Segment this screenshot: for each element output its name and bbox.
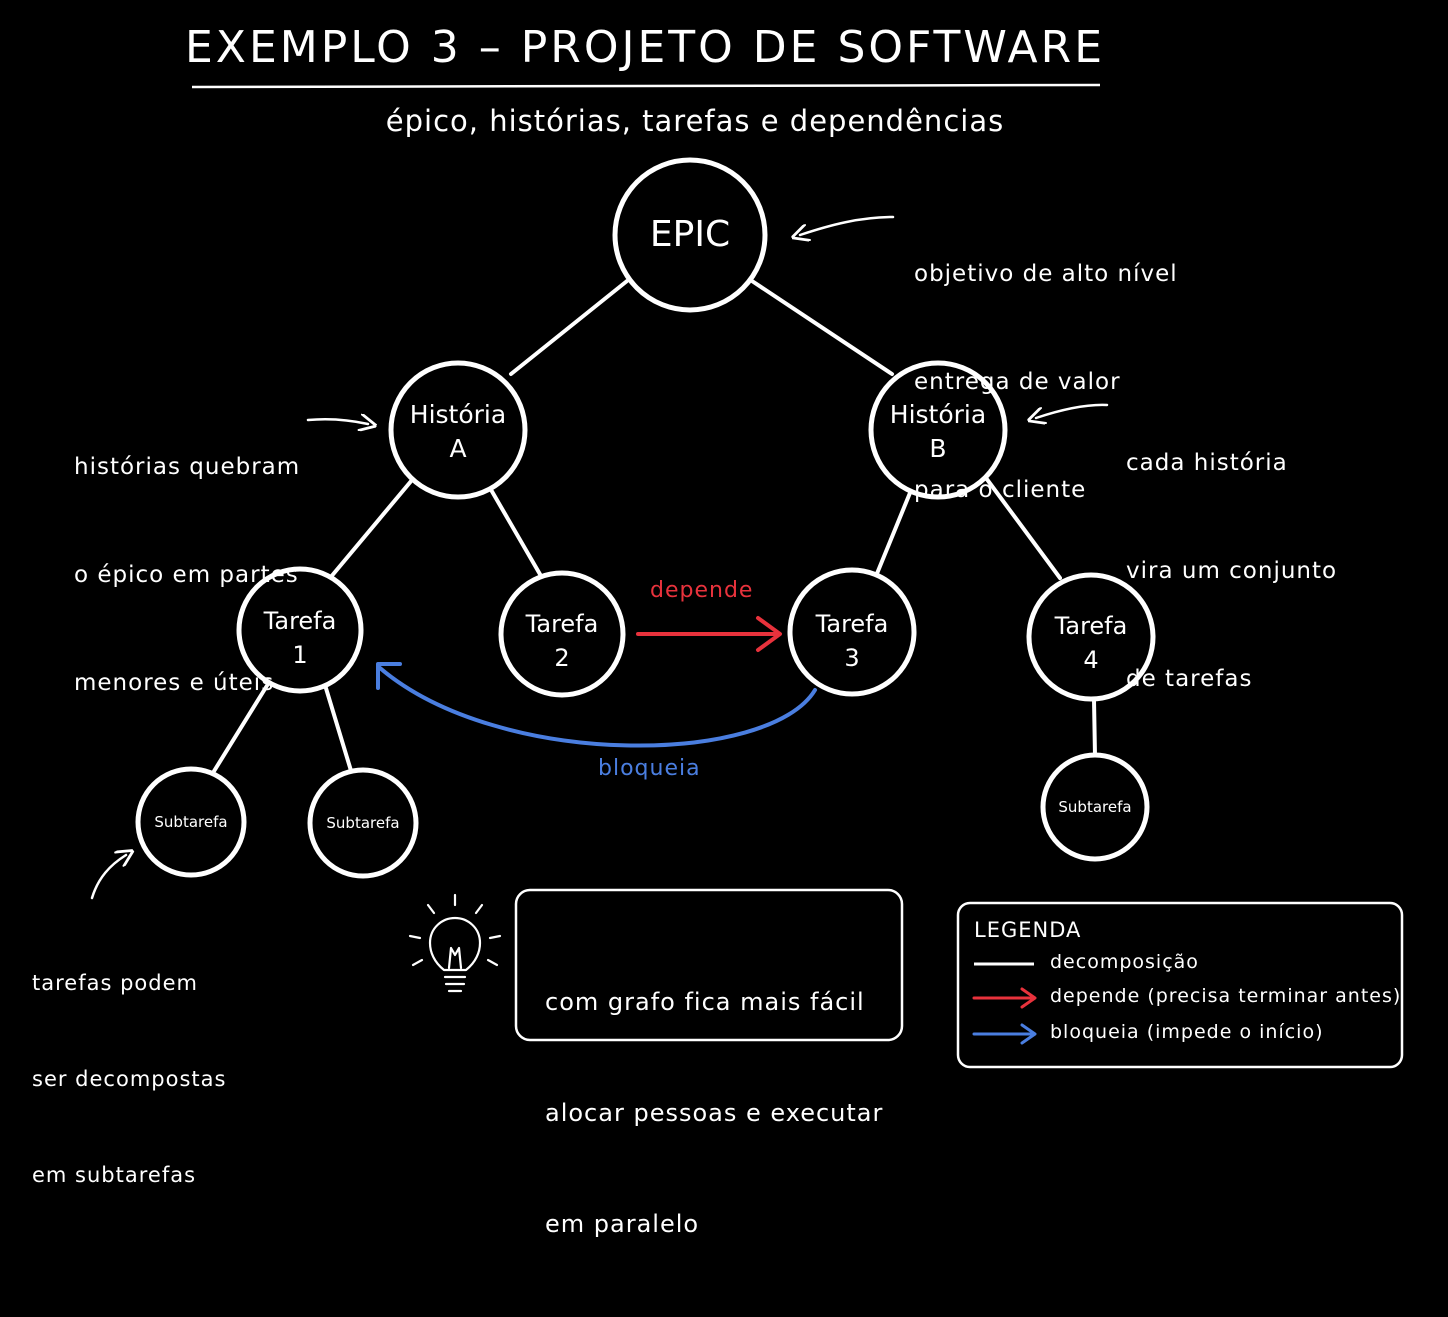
epic-annotation-line: objetivo de alto nível xyxy=(914,261,1178,287)
historias-annotation-line: o épico em partes xyxy=(74,562,299,588)
edge-tarefa-1-subtarefa-1b xyxy=(323,683,354,776)
tarefa-2-line1: Tarefa xyxy=(525,610,599,638)
historia-b-line2: B xyxy=(929,434,947,463)
epic-label: EPIC xyxy=(649,214,731,255)
tarefa-1-line1: Tarefa xyxy=(263,607,337,635)
edge-historia-b-tarefa-3 xyxy=(874,486,914,578)
subtarefas-annotation-arrow xyxy=(90,855,126,900)
historias-annotation-arrow xyxy=(306,419,368,424)
tip-line: com grafo fica mais fácil xyxy=(545,988,865,1016)
subtarefas-annotation: tarefas podem ser decompostas em subtare… xyxy=(32,903,226,1255)
bloqueia-arrowhead xyxy=(376,662,402,690)
node-tarefa-2 xyxy=(498,570,626,698)
diagram-canvas: EXEMPLO 3 – PROJETO DE SOFTWARE épico, h… xyxy=(32,22,1404,1238)
title-underline xyxy=(191,83,1101,89)
diagram-svg xyxy=(90,83,1404,1069)
edge-historia-a-tarefa-1 xyxy=(328,478,414,580)
node-subtarefa-1b xyxy=(307,767,419,879)
edge-epic-historia-a xyxy=(509,279,629,376)
bloqueia-arrow xyxy=(378,666,817,748)
tarefa-4-label: Tarefa 4 xyxy=(1031,609,1151,677)
tarefa-1-label: Tarefa 1 xyxy=(240,604,360,672)
subtarefas-annotation-line: tarefas podem xyxy=(32,971,198,995)
historia-b-annotation: cada história vira um conjunto de tarefa… xyxy=(1126,373,1337,769)
edge-tarefa-1-subtarefa-1a xyxy=(209,682,270,778)
historia-a-line1: História xyxy=(409,400,507,429)
tarefa-4-line2: 4 xyxy=(1083,646,1099,674)
tarefa-3-label: Tarefa 3 xyxy=(792,607,912,675)
bloqueia-label: bloqueia xyxy=(598,756,701,781)
epic-annotation: objetivo de alto nível entrega de valor … xyxy=(914,184,1178,580)
page-subtitle: épico, histórias, tarefas e dependências xyxy=(385,104,1005,138)
tarefa-3-line2: 3 xyxy=(844,644,860,672)
tip-text: com grafo fica mais fácil alocar pessoas… xyxy=(545,910,883,1317)
historia-a-line2: A xyxy=(449,434,467,463)
legend-swatch-bloqueia xyxy=(972,1023,1037,1045)
node-tarefa-1 xyxy=(236,566,364,694)
historia-b-annotation-arrow xyxy=(1036,403,1109,418)
tip-box xyxy=(514,888,904,1042)
edge-historia-b-tarefa-4 xyxy=(984,476,1062,580)
epic-annotation-line: para o cliente xyxy=(914,477,1087,503)
depende-arrowhead xyxy=(756,616,782,652)
legend-item-bloqueia: bloqueia (impede o início) xyxy=(1050,1021,1324,1043)
node-epic xyxy=(612,157,768,313)
depende-label: depende xyxy=(650,578,754,603)
tip-line: em paralelo xyxy=(545,1210,700,1238)
node-subtarefa-1a xyxy=(135,766,247,878)
subtarefas-annotation-line: em subtarefas xyxy=(32,1163,197,1187)
node-historia-b xyxy=(868,360,1008,500)
historia-b-line1: História xyxy=(889,400,987,429)
historias-annotation: histórias quebram o épico em partes meno… xyxy=(74,377,300,773)
tarefa-3-line1: Tarefa xyxy=(815,610,889,638)
node-tarefa-4 xyxy=(1026,572,1156,702)
subtarefas-annotation-line: ser decompostas xyxy=(32,1067,227,1091)
tarefa-2-label: Tarefa 2 xyxy=(502,607,622,675)
legend-box xyxy=(956,901,1404,1069)
tarefa-2-line2: 2 xyxy=(554,644,570,672)
node-historia-a xyxy=(388,360,528,500)
historias-annotation-line: histórias quebram xyxy=(74,454,301,480)
tarefa-1-line2: 1 xyxy=(292,641,308,669)
legend-swatch-depende xyxy=(972,987,1037,1009)
tip-line: alocar pessoas e executar xyxy=(545,1099,884,1127)
page-title: EXEMPLO 3 – PROJETO DE SOFTWARE xyxy=(185,22,1105,73)
legend-item-decomposicao: decomposição xyxy=(1050,951,1199,973)
historia-b-annotation-line: vira um conjunto xyxy=(1126,558,1338,584)
subtarefa-1b-label: Subtarefa xyxy=(326,814,400,832)
lightbulb-icon xyxy=(408,893,502,993)
node-subtarefa-4 xyxy=(1040,752,1150,862)
epic-annotation-line: entrega de valor xyxy=(914,369,1121,395)
node-tarefa-3 xyxy=(787,567,917,697)
legend-item-depende: depende (precisa terminar antes) xyxy=(1050,985,1402,1007)
tarefa-4-line1: Tarefa xyxy=(1054,612,1128,640)
historia-b-annotation-line: cada história xyxy=(1126,450,1288,476)
historia-b-label: História B xyxy=(871,398,1005,466)
legend-title: LEGENDA xyxy=(974,918,1082,942)
historia-b-annotation-line: de tarefas xyxy=(1126,666,1253,692)
subtarefa-4-label: Subtarefa xyxy=(1058,798,1132,816)
historias-annotation-line: menores e úteis xyxy=(74,670,275,696)
edge-tarefa-4-subtarefa-4 xyxy=(1092,698,1097,758)
epic-annotation-arrow xyxy=(800,215,895,235)
subtarefa-1a-label: Subtarefa xyxy=(154,813,228,831)
edge-historia-a-tarefa-2 xyxy=(488,486,543,578)
historia-a-label: História A xyxy=(391,398,525,466)
edge-epic-historia-b xyxy=(750,279,894,376)
